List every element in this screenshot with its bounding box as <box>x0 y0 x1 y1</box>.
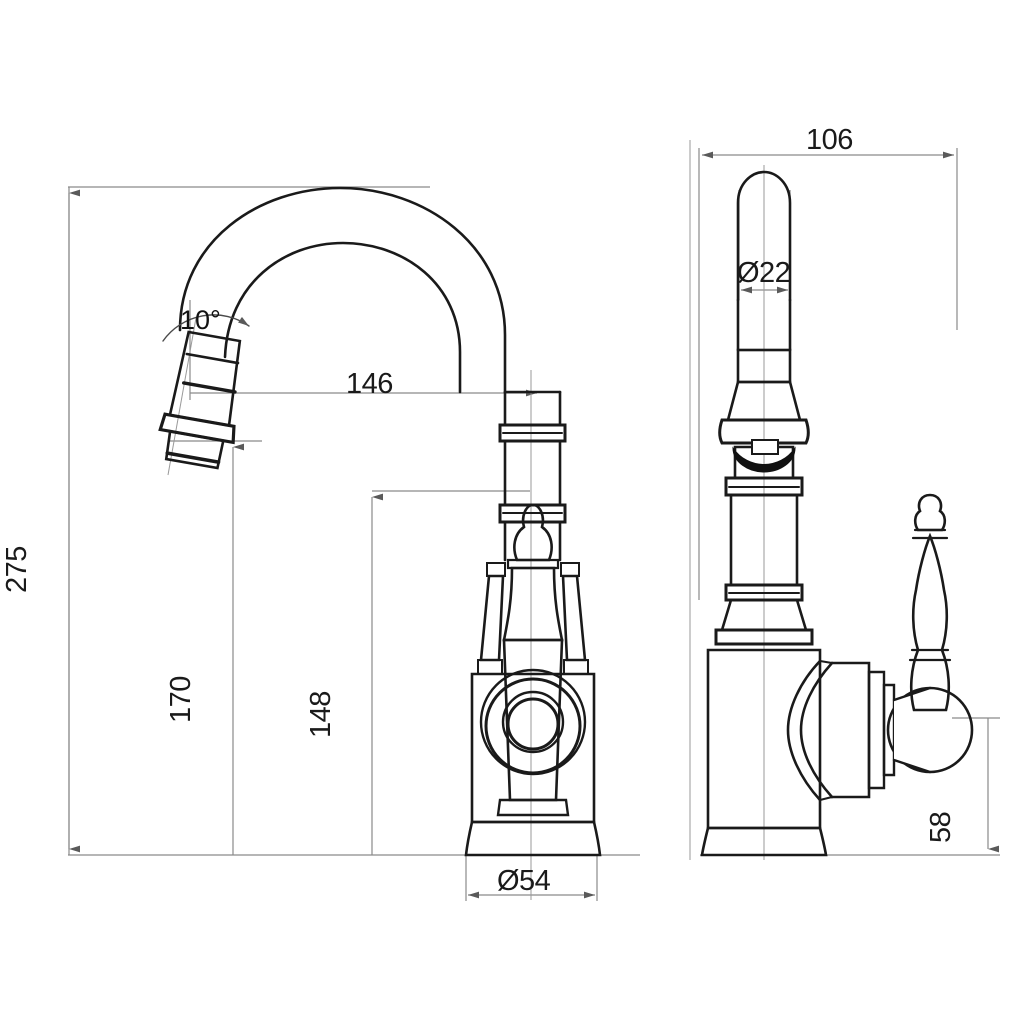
side-spout-tube <box>736 170 792 302</box>
spout-outer-arc <box>178 186 507 394</box>
dim-label-handle-height: 58 <box>925 811 957 843</box>
spout-inner-arc <box>223 241 462 394</box>
side-aerator-shadow <box>732 446 796 473</box>
dim-label-outlet-angle: 10° <box>180 305 221 335</box>
dim-label-mid-height: 148 <box>305 691 337 738</box>
angle-arc-10deg <box>162 314 250 342</box>
dim-label-spout-reach: 146 <box>346 368 393 400</box>
dim-label-side-width: 106 <box>806 124 853 156</box>
dimension-lines-front <box>68 186 640 901</box>
front-handle-silhouette <box>477 503 589 675</box>
dim-label-overall-height: 275 <box>1 546 33 593</box>
dimension-lines-side <box>698 148 1000 856</box>
front-body-block <box>464 638 602 857</box>
side-lever-arm <box>786 659 974 802</box>
side-view-faucet <box>700 170 974 857</box>
side-upright-handle <box>908 493 952 712</box>
dim-label-spout-height: 170 <box>165 676 197 723</box>
centre-line-spout-outlet <box>167 317 197 476</box>
dim-label-base-diameter: Ø54 <box>497 865 551 897</box>
front-riser-column <box>498 390 567 562</box>
centre-lines <box>167 140 765 900</box>
front-view-faucet <box>158 186 602 857</box>
dim-label-spout-tube-diameter: Ø22 <box>737 257 791 289</box>
spout-outlet <box>158 330 242 470</box>
